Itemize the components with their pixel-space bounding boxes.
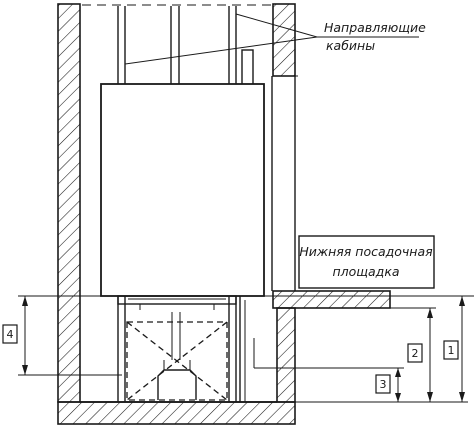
dim-3-box [375,374,391,394]
guides-label-line2: кабины [326,38,375,53]
landing-label-line1: Нижняя посадочная [299,244,433,259]
dim-2-label: 2 [412,347,419,360]
right-wall-lower [276,307,296,403]
dimension-lines [18,295,474,403]
elevator-car [100,83,265,297]
guides-leaders [124,13,419,65]
left-wall [57,3,81,403]
shaft-walls [57,3,391,425]
landing-label-line2: площадка [332,264,399,279]
car-bottom-frame [117,295,237,310]
dim-2-box [407,343,423,363]
dim-1-box [443,340,459,360]
landing-slab [272,290,391,309]
dim-4-label: 4 [7,328,14,341]
guides-label-line1: Направляющие [324,20,426,35]
landing-label-box [298,235,435,289]
dimension-tags: 4 1 2 3 [2,324,459,394]
pit-floor [57,401,296,425]
right-wall-upper [272,3,296,77]
door-frame [271,75,298,291]
dim-4-box [2,324,18,344]
buffer [126,312,228,401]
dim-3-label: 3 [380,378,387,391]
dim-1-label: 1 [448,344,455,357]
